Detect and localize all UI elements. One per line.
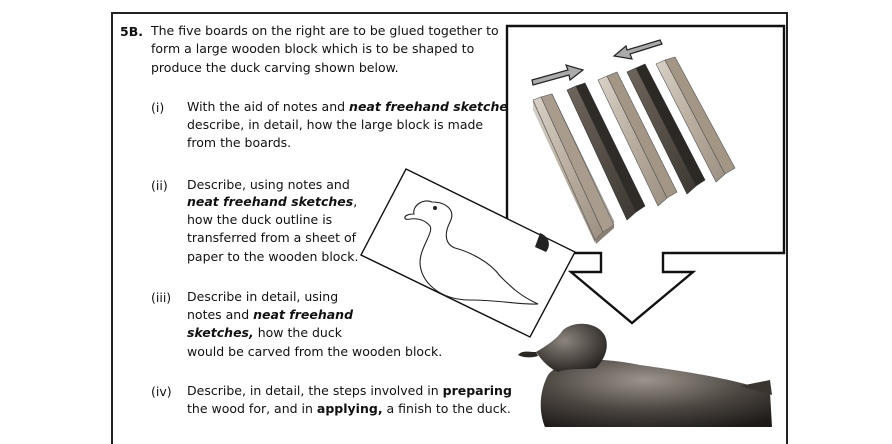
part-iii-line-3: sketches, how the duck — [187, 325, 342, 340]
part-label-iii: (iii) — [151, 290, 172, 305]
part-i-line-3: from the boards. — [187, 135, 292, 150]
part-iii-line-4: would be carved from the wooden block. — [187, 344, 443, 359]
right-arrow-icon — [531, 64, 585, 86]
page-frame — [111, 12, 788, 444]
part-label-i: (i) — [151, 100, 165, 115]
duck-outline-sheet — [360, 168, 576, 338]
intro-line-3: produce the duck carving shown below. — [151, 60, 399, 75]
boards-illustration — [532, 56, 736, 244]
part-iv-line-1: Describe, in detail, the steps involved … — [187, 383, 512, 398]
part-iii-line-1: Describe in detail, using — [187, 289, 339, 304]
illustration-layer — [360, 24, 786, 427]
question-number: 5B. — [120, 24, 143, 39]
part-ii-line-4: transferred from a sheet of — [187, 230, 357, 245]
part-ii-line-1: Describe, using notes and — [187, 177, 350, 192]
left-arrow-icon — [612, 39, 663, 60]
carved-duck-image — [518, 323, 772, 427]
part-ii-line-3: how the duck outline is — [187, 212, 333, 227]
part-i-line-2: describe, in detail, how the large block… — [187, 117, 484, 132]
part-ii-line-5: paper to the wooden block. — [187, 249, 359, 264]
part-ii-line-2: neat freehand sketches, — [187, 194, 358, 209]
part-label-iv: (iv) — [151, 384, 172, 399]
part-iv-line-2: the wood for, and in applying, a finish … — [187, 401, 511, 416]
intro-line-1: The five boards on the right are to be g… — [151, 23, 499, 38]
part-iii-line-2: notes and neat freehand — [187, 307, 354, 322]
intro-line-2: form a large wooden block which is to be… — [151, 41, 475, 56]
part-label-ii: (ii) — [151, 178, 168, 193]
